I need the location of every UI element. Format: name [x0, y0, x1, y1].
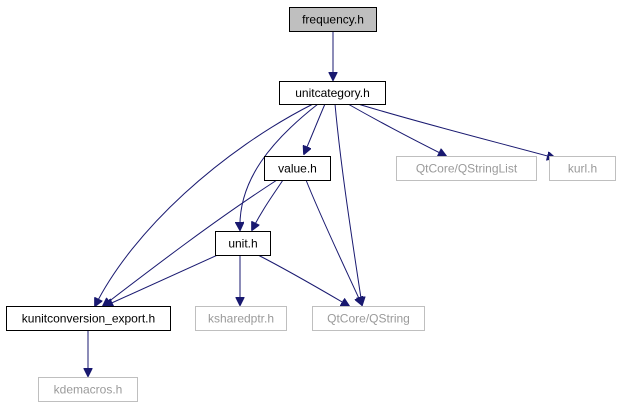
node-unit-h[interactable]: unit.h: [215, 231, 271, 256]
node-qstring-label: QtCore/QString: [327, 312, 410, 326]
node-ksharedptr-h-label: ksharedptr.h: [208, 312, 274, 326]
edge-value-to-qstring: [305, 179, 362, 305]
node-kdemacros-h-label: kdemacros.h: [54, 383, 123, 397]
node-kurl-h-label: kurl.h: [568, 162, 597, 176]
node-qstring[interactable]: QtCore/QString: [312, 306, 425, 331]
edge-unitcategory-to-export: [95, 103, 314, 306]
edges: [88, 31, 555, 376]
node-frequency-h[interactable]: frequency.h: [289, 7, 377, 32]
node-unit-h-label: unit.h: [228, 237, 257, 251]
node-qstringlist-label: QtCore/QStringList: [416, 162, 518, 176]
node-frequency-h-label: frequency.h: [302, 13, 364, 27]
node-value-h-label: value.h: [278, 162, 317, 176]
edge-unitcategory-to-qstringlist: [347, 103, 446, 156]
edge-value-to-export: [103, 179, 278, 306]
edge-unit-to-export: [105, 252, 223, 306]
edge-value-to-unit: [252, 179, 284, 230]
edge-unitcategory-to-unit: [240, 103, 319, 230]
edge-unitcategory-to-value: [304, 103, 326, 154]
node-kurl-h[interactable]: kurl.h: [549, 156, 616, 181]
node-kunitconversion-export-h[interactable]: kunitconversion_export.h: [6, 306, 171, 331]
edge-unitcategory-to-kurl: [357, 103, 555, 158]
node-unitcategory-h-label: unitcategory.h: [295, 86, 370, 100]
node-qstringlist[interactable]: QtCore/QStringList: [396, 156, 537, 181]
node-value-h[interactable]: value.h: [264, 156, 331, 181]
node-unitcategory-h[interactable]: unitcategory.h: [279, 81, 386, 105]
node-kdemacros-h[interactable]: kdemacros.h: [38, 377, 138, 402]
edge-unit-to-qstring: [257, 254, 349, 306]
node-kunitconversion-export-h-label: kunitconversion_export.h: [22, 312, 155, 326]
node-ksharedptr-h[interactable]: ksharedptr.h: [195, 306, 287, 331]
edge-unitcategory-to-qstring: [334, 103, 362, 305]
